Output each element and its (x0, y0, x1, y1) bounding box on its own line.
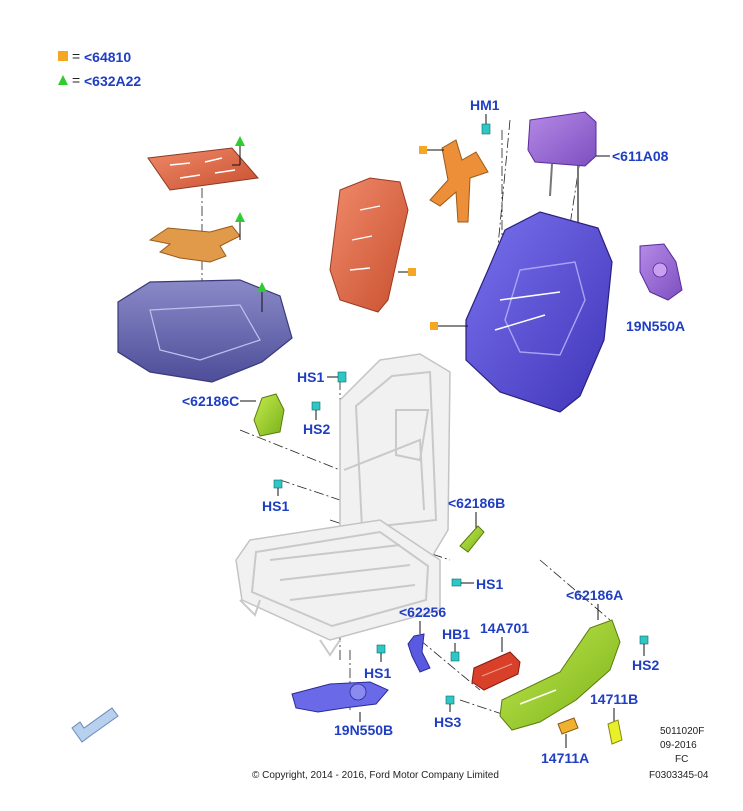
screw-icon (311, 401, 321, 411)
legend-equals: = (72, 72, 80, 88)
seat-frame (235, 353, 451, 657)
callout-height-motor: 19N550B (334, 722, 393, 738)
callout-recliner-motor: 19N550A (626, 318, 685, 334)
callout-hs2-right: HS2 (632, 657, 659, 673)
legend: = <64810 = <632A22 (58, 48, 141, 89)
seat-cushion (117, 279, 293, 383)
callout-knob-a: 14711A (541, 750, 589, 766)
square-marker-icon (408, 268, 416, 276)
callout-bracket: <62256 (399, 604, 446, 620)
knob-a (557, 717, 579, 735)
triangle-marker-icon (257, 282, 267, 292)
screw-icon (445, 695, 455, 705)
callout-hs1-mid: HS1 (262, 498, 289, 514)
screw-icon (639, 635, 649, 645)
screw-icon (376, 644, 386, 654)
callout-headrest: <611A08 (612, 148, 669, 164)
callout-hm1: HM1 (470, 97, 500, 113)
callout-hb1: HB1 (442, 626, 470, 642)
shield-a (499, 619, 621, 731)
screw-icon (337, 371, 347, 383)
legend-square-icon (58, 51, 68, 61)
legend-equals: = (72, 48, 80, 64)
reference-code-fc: FC (675, 754, 688, 765)
square-marker-icon (419, 146, 427, 154)
shield-c (253, 393, 285, 437)
legend-text-64810: <64810 (84, 49, 131, 65)
callout-hs1-right: HS1 (476, 576, 503, 592)
copyright-text: © Copyright, 2014 - 2016, Ford Motor Com… (252, 770, 499, 781)
triangle-marker-icon (235, 212, 245, 222)
bolt-icon (450, 651, 460, 662)
front-direction-arrow-icon (71, 707, 119, 743)
knob-b (607, 719, 623, 745)
callout-shield-b: <62186B (448, 495, 505, 511)
legend-text-632a22: <632A22 (84, 73, 141, 89)
seat-back-pad (329, 177, 409, 313)
triangle-marker-icon (235, 136, 245, 146)
legend-triangle-icon (58, 75, 68, 85)
reference-code-1: 5011020F (660, 726, 704, 737)
screw-icon (481, 123, 491, 135)
cushion-foam-insert (148, 225, 241, 263)
callout-hs2-left: HS2 (303, 421, 330, 437)
callout-shield-a: <62186A (566, 587, 623, 603)
callout-module: 14A701 (480, 620, 529, 636)
screw-icon (273, 479, 283, 489)
shield-b (459, 525, 485, 553)
screw-icon (451, 578, 462, 587)
callout-hs1-top: HS1 (297, 369, 324, 385)
seat-cushion-pad (147, 147, 259, 191)
callout-hs1-bottom: HS1 (364, 665, 391, 681)
control-module (471, 651, 521, 691)
callout-knob-b: 14711B (590, 691, 638, 707)
callout-hs3: HS3 (434, 714, 461, 730)
figure-id: F0303345-04 (649, 770, 709, 781)
reference-date: 09-2016 (660, 740, 697, 751)
height-motor (291, 681, 389, 713)
recliner-motor (639, 243, 683, 301)
callout-shield-c: <62186C (182, 393, 239, 409)
seat-back (465, 211, 613, 413)
seat-back-foam-insert (429, 139, 489, 223)
headrest (527, 111, 597, 240)
bracket (407, 633, 431, 673)
square-marker-icon (430, 322, 438, 330)
